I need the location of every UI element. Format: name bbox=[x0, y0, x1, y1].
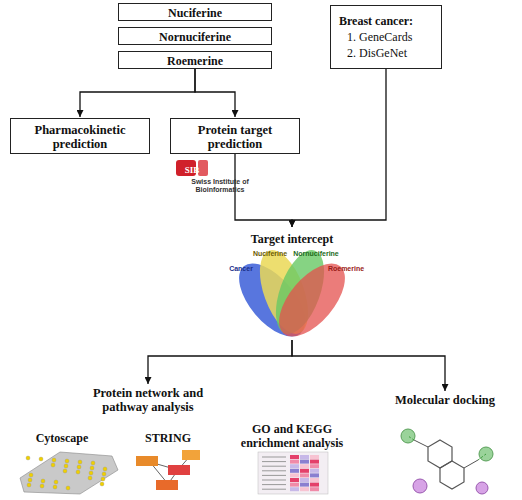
analysis-heading: Molecular docking bbox=[392, 392, 498, 408]
compound-box: Roemerine bbox=[118, 51, 272, 69]
disease-database-box: Breast cancer: 1. GeneCards 2. DisGeNet bbox=[330, 5, 442, 69]
venn-diagram bbox=[227, 244, 357, 348]
node-text: Protein target prediction bbox=[177, 123, 293, 151]
node-text: Protein network and pathway analysis bbox=[72, 386, 224, 414]
analysis-heading: Protein network and pathway analysis bbox=[70, 385, 226, 415]
node-list-item: 2. DisGeNet bbox=[339, 46, 435, 60]
process-box: Pharmacokinetic prediction bbox=[10, 118, 150, 154]
node-text: Breast cancer: bbox=[339, 14, 435, 28]
venn-set-label: Roemerine bbox=[324, 262, 368, 276]
process-box: Protein target prediction bbox=[170, 118, 300, 154]
flow-arrow bbox=[148, 340, 292, 384]
node-text: Nornuciferine bbox=[123, 30, 267, 44]
enrichment-heatmap bbox=[258, 452, 328, 494]
tool-label: GO and KEGG enrichment analysis bbox=[237, 422, 347, 450]
flow-arrow bbox=[292, 340, 445, 391]
tool-label: STRING bbox=[133, 431, 203, 445]
venn-set-label: Nuciferine bbox=[248, 247, 292, 261]
node-text: Nuciferine bbox=[123, 6, 267, 20]
cytoscape-network bbox=[20, 452, 118, 494]
flow-arrow bbox=[80, 69, 195, 117]
compound-box: Nuciferine bbox=[118, 3, 272, 21]
venn-set-label: Nornuciferine bbox=[288, 247, 344, 261]
flow-arrow bbox=[195, 69, 235, 117]
docking-figure bbox=[401, 429, 493, 494]
intercept-node: Target intercept bbox=[232, 228, 352, 340]
node-text: Pharmacokinetic prediction bbox=[17, 123, 143, 151]
string-network bbox=[136, 450, 200, 490]
logo-text: SIB bbox=[175, 163, 209, 177]
logo-subtitle: Swiss Institute of Bioinformatics bbox=[180, 178, 260, 194]
flow-arrow bbox=[292, 69, 386, 227]
node-list-item: 1. GeneCards bbox=[339, 30, 435, 44]
node-text: Roemerine bbox=[123, 54, 267, 68]
compound-box: Nornuciferine bbox=[118, 27, 272, 45]
venn-set-label: Cancer bbox=[223, 262, 259, 276]
tool-label: Cytoscape bbox=[22, 431, 102, 445]
node-text: Target intercept bbox=[232, 232, 352, 246]
node-text: Molecular docking bbox=[394, 393, 496, 407]
sib-logo bbox=[176, 160, 208, 176]
